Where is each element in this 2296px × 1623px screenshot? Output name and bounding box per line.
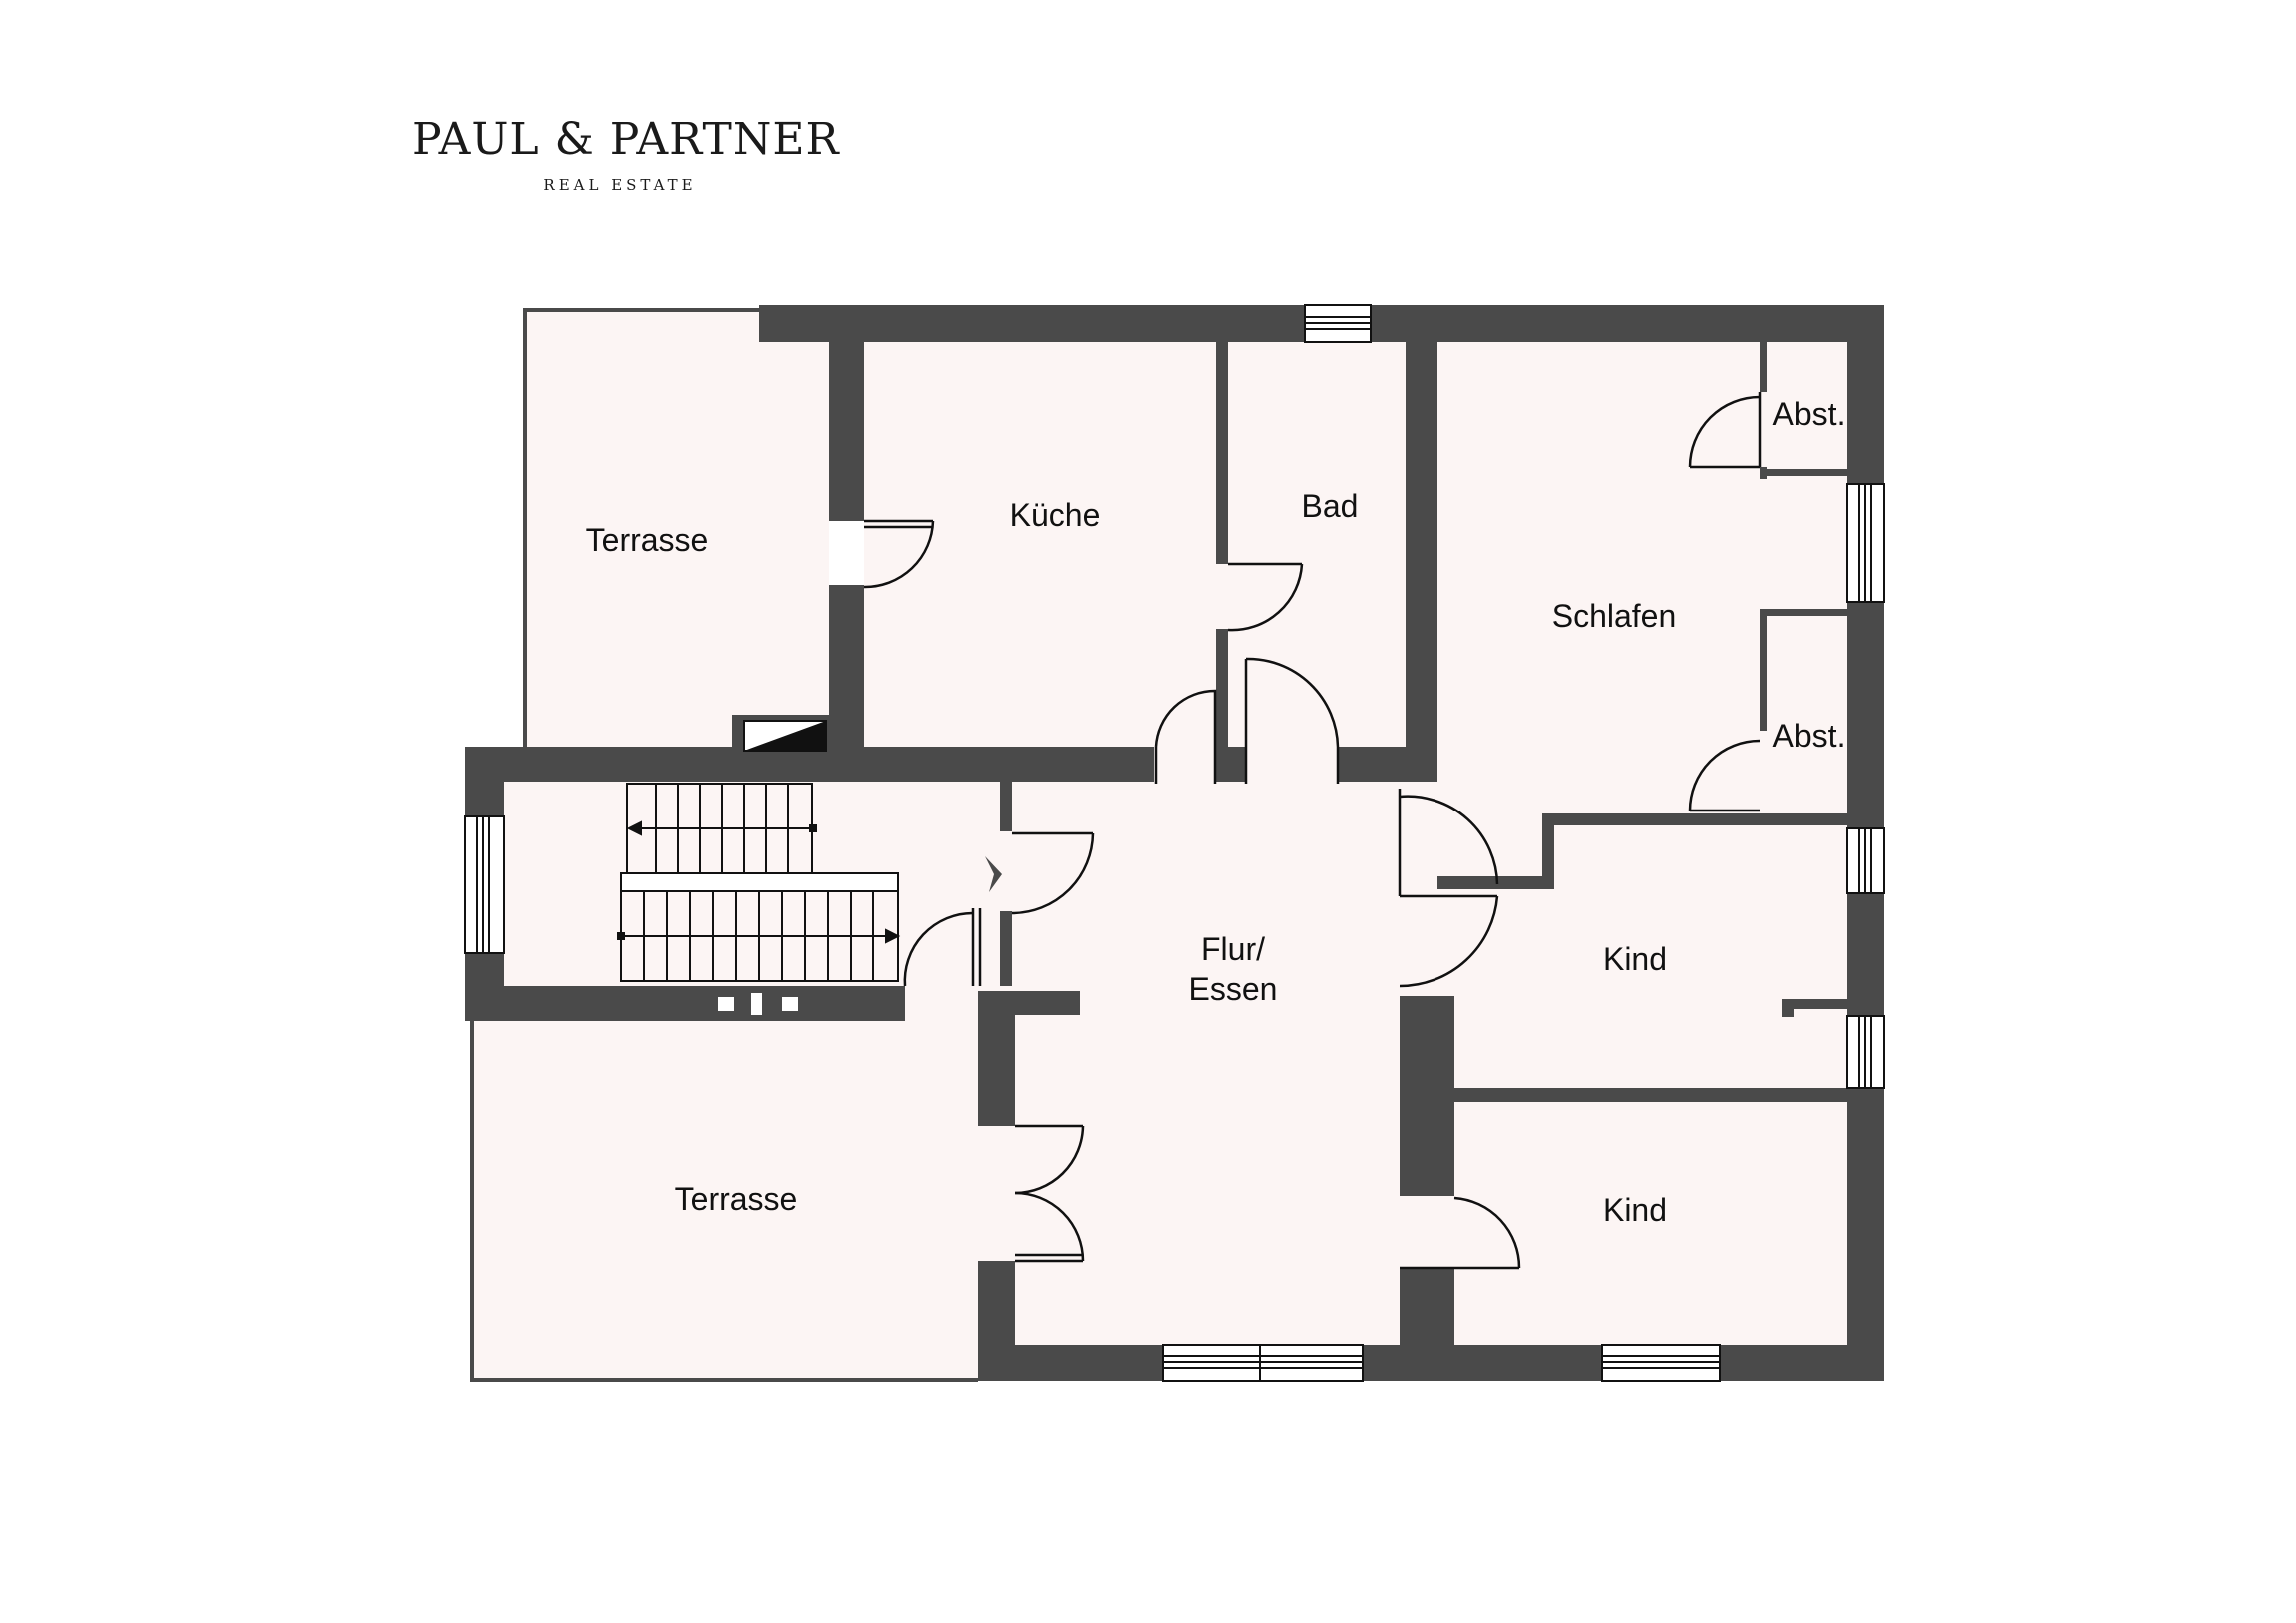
room-label-schlafen: Schlafen [1552,598,1677,634]
wall-abst-top-bottom [1760,469,1847,476]
window-kind-lower-bottom [1601,1344,1721,1382]
wall-stair-bottom [465,986,905,1021]
window-bad-top [1304,304,1372,343]
window-schlafen-right [1846,483,1885,603]
room-label-abst-bottom: Abst. [1773,718,1846,754]
doors [863,392,1762,1270]
room-label-kind-lower: Kind [1603,1192,1667,1228]
wall-flur-left-top [1000,782,1012,831]
wall-kueche-bad-lower [1216,629,1228,749]
door-flur-kind-upper [1399,894,1499,988]
wall-flur-left-mid [1000,911,1012,986]
wall-bad-schlafen [1406,342,1437,782]
wall-kind-upper-top-stub [1437,876,1554,889]
wall-bottom [978,1345,1884,1381]
brand-tagline: REAL ESTATE [543,176,697,194]
wall-abst-bottom-top [1760,609,1847,616]
chimney [732,715,829,755]
brand-name: PAUL & PARTNER [412,114,840,165]
entry-arrow-icon [985,856,1002,892]
wall-bad-bottom-right [1338,747,1416,782]
wall-flur-right-bottom [1400,1268,1454,1348]
wall-kind-kind [1454,1088,1847,1102]
door-bad-flur [1244,657,1340,784]
wall-bad-bottom-pillar [1216,747,1246,782]
door-flur-kind-lower [1400,1196,1521,1270]
door-kueche-bad [1227,562,1304,632]
door-stair-flur [1011,831,1095,915]
window-flur-bottom [1162,1344,1364,1382]
room-label-flur-line2: Essen [1189,971,1278,1007]
door-terrasse-kueche [863,519,935,589]
door-kueche-flur [1154,689,1217,784]
wall-schlafen-kind [1542,813,1847,825]
brand-logo: PAUL & PARTNER REAL ESTATE [412,114,840,195]
wall-kueche-bad-upper [1216,342,1228,564]
wall-abst-bottom-side [1760,609,1767,731]
wall-abst-top-upper [1760,342,1767,392]
wall-flur-right-block [1400,996,1454,1196]
door-abst-top [1688,392,1762,469]
window-kind-upper-right-1 [1846,827,1885,894]
floor-terrasse-top [525,310,829,747]
room-label-kueche: Küche [1010,497,1101,533]
terrace-outlines [470,308,978,1382]
room-label-kind-upper: Kind [1603,941,1667,977]
wall-kueche-bottom [864,747,1154,782]
wall-flur-ledge [978,991,1080,1015]
wall-kind-nib-end [1782,999,1794,1017]
window-kind-upper-right-2 [1846,1015,1885,1089]
wall-left-middle [978,1006,1015,1126]
door-flur-schlafen [1398,789,1499,896]
room-labels: Terrasse Küche Bad Schlafen Abst. Abst. … [586,396,1846,1228]
floor-interior-main [864,342,1869,1346]
wall-kind-step [1542,813,1554,889]
room-label-terrasse-bottom: Terrasse [675,1181,798,1217]
room-label-abst-top: Abst. [1773,396,1846,432]
floor-terrasse-bottom [472,1021,978,1380]
room-label-flur-line1: Flur/ [1201,931,1265,967]
wall-kind-nib [1782,999,1847,1009]
door-terrasse-bottom-upper [1014,1124,1085,1195]
windows [464,304,1885,1382]
vents [718,993,798,1015]
room-label-bad: Bad [1302,488,1359,524]
chimney-fill [744,721,826,751]
door-abst-bottom [1688,739,1761,812]
door-stair-lower [903,908,982,987]
wall-kueche-left-upper [829,342,864,521]
window-stair-left [464,815,505,954]
staircase [617,783,901,982]
terrasse-bottom-outline [470,1021,978,1382]
wall-left-lower [978,1261,1015,1381]
terrasse-top-outline [523,308,759,747]
door-terrasse-bottom-lower [1014,1191,1085,1263]
room-label-terrasse-top: Terrasse [586,522,709,558]
